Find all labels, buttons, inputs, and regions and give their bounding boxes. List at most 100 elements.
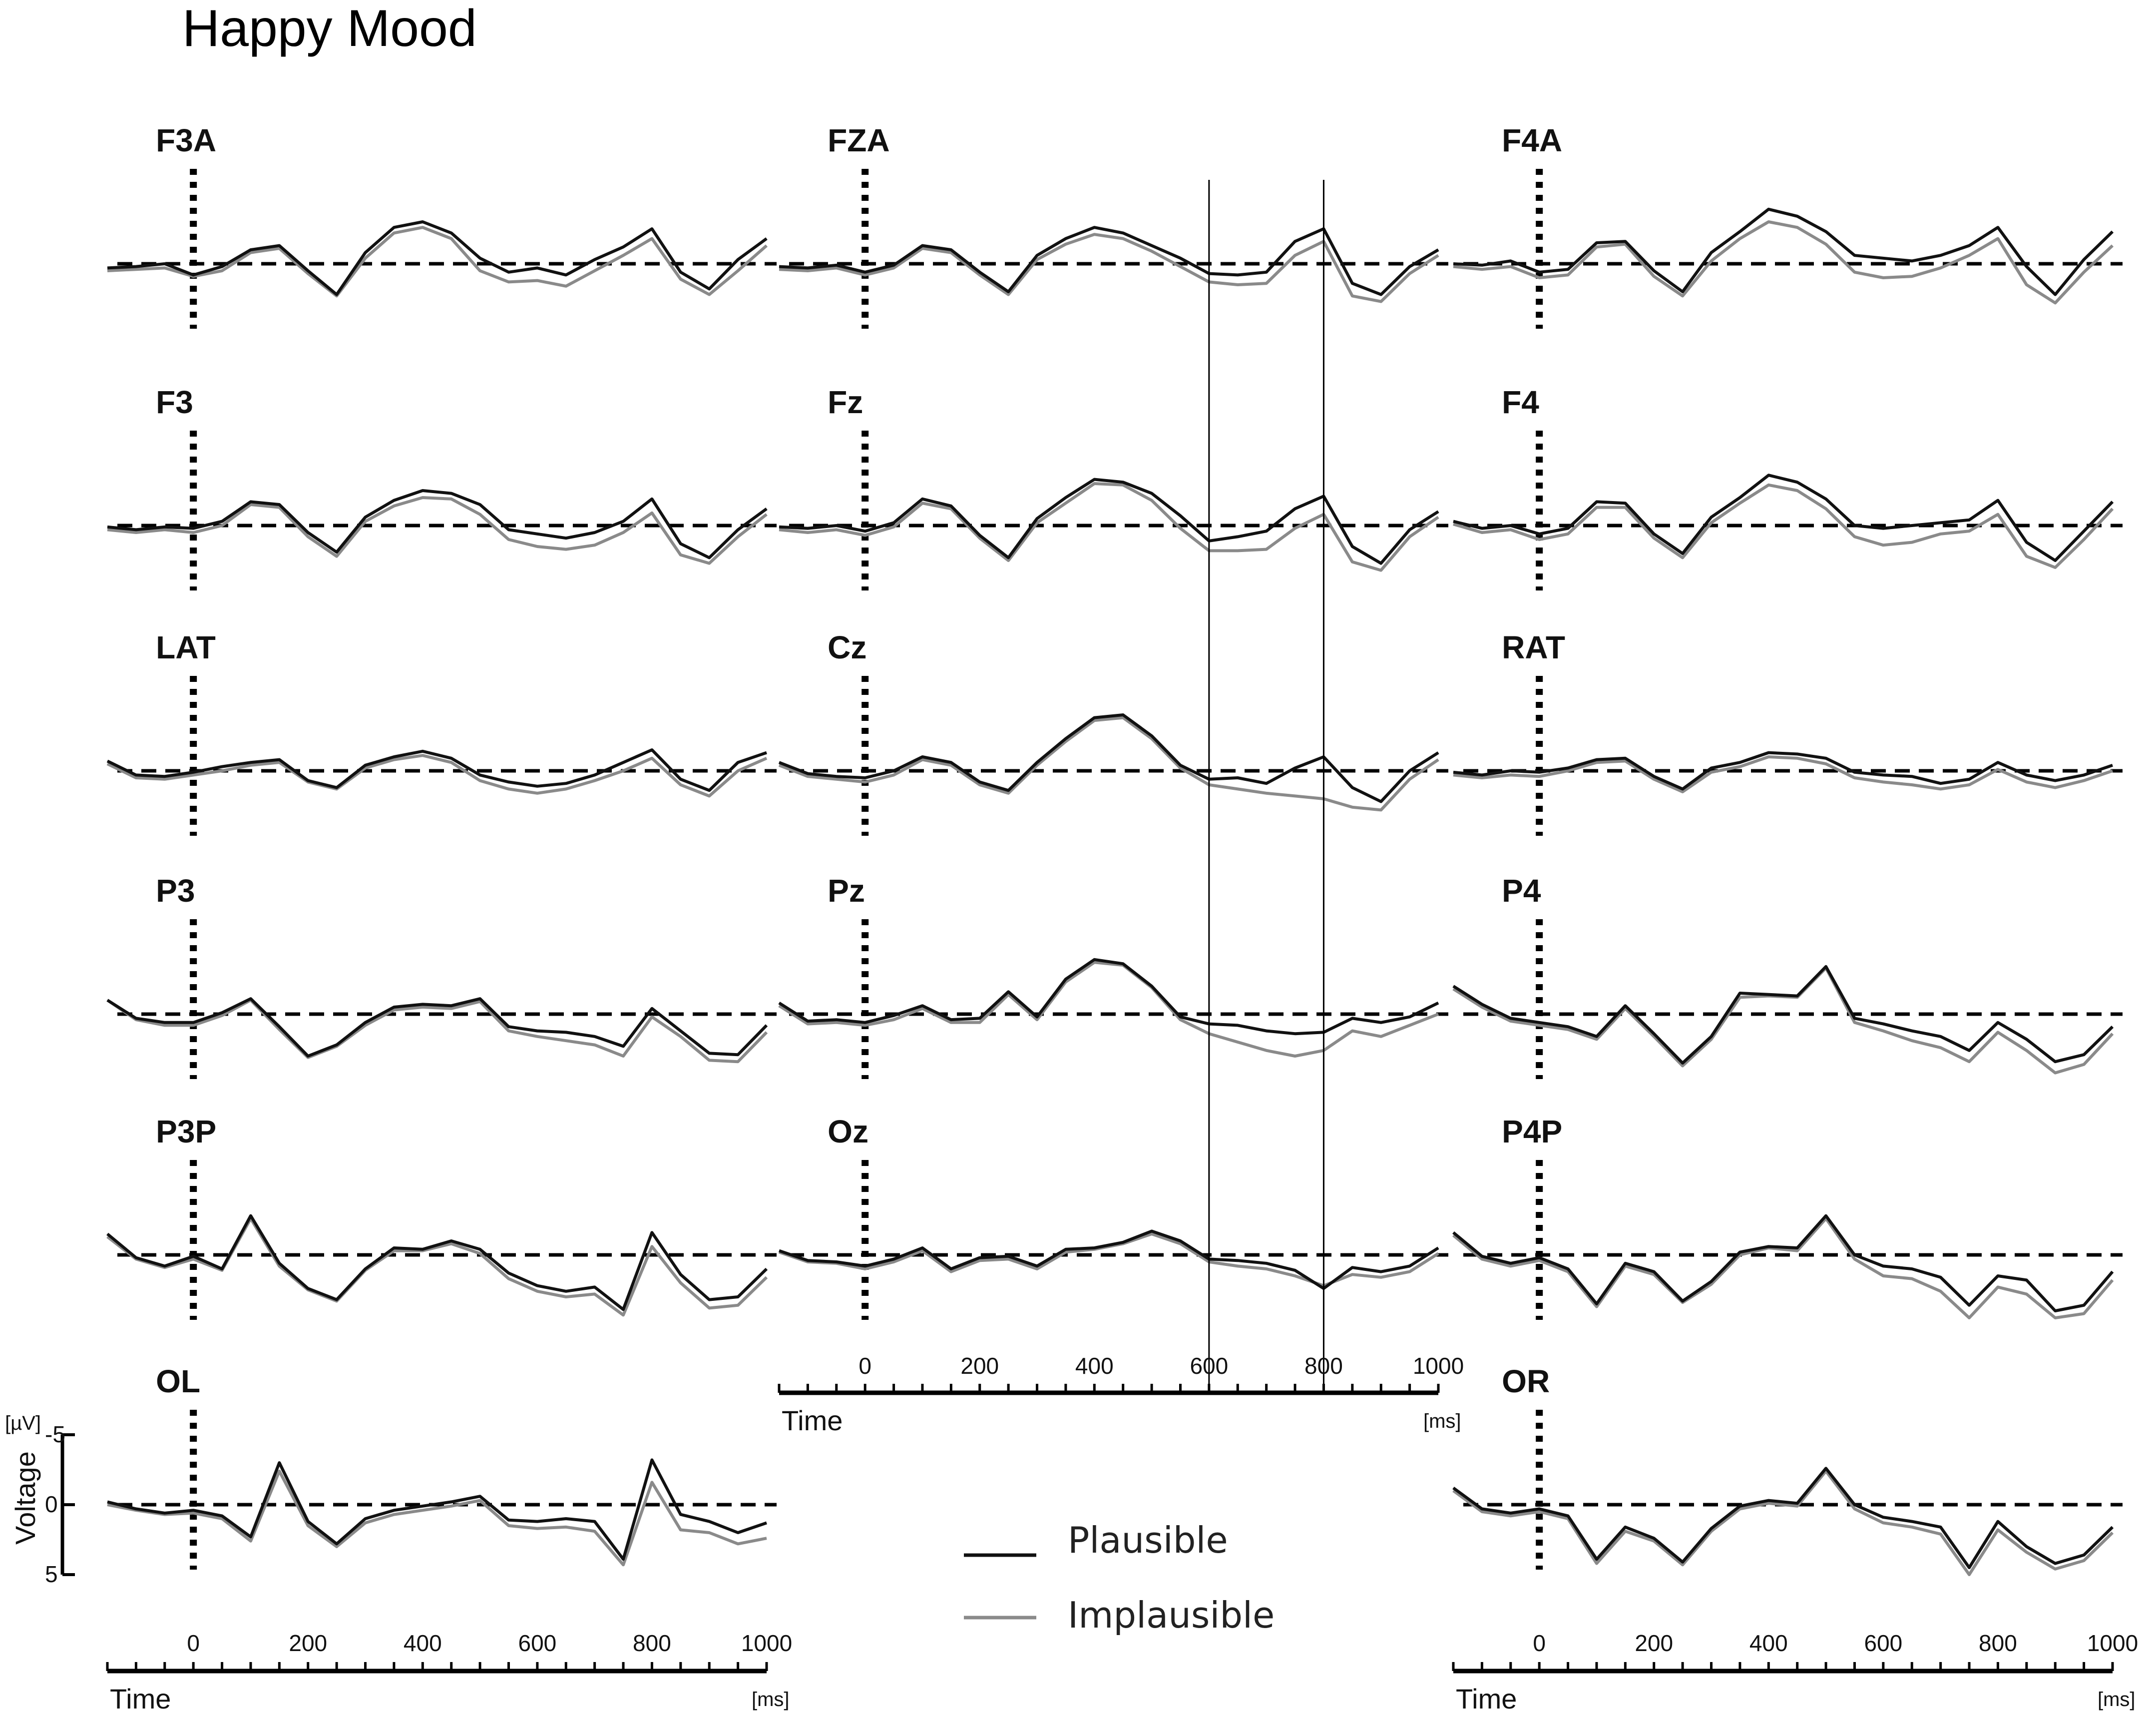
- series-implausible: [106, 999, 768, 1064]
- series-plausible: [107, 1458, 767, 1561]
- channel-label: F3: [156, 384, 193, 420]
- channel-label: Pz: [828, 873, 865, 909]
- panel-lat: LAT: [106, 629, 777, 836]
- time-tick-label: 400: [404, 1630, 442, 1656]
- series-implausible: [106, 754, 768, 798]
- voltage-axis-name: Voltage: [9, 1451, 41, 1545]
- series-plausible: [107, 220, 768, 296]
- panel-f4a: F4A: [1453, 122, 2123, 329]
- voltage-tick-label: 0: [45, 1491, 58, 1517]
- time-tick-label: 200: [1635, 1630, 1673, 1656]
- series-plausible: [1453, 751, 2113, 791]
- panel-f3: F3: [107, 384, 777, 590]
- series-implausible: [778, 716, 1439, 812]
- series-implausible: [1453, 483, 2114, 569]
- time-tick-label: 200: [960, 1353, 999, 1379]
- series-implausible: [1453, 755, 2113, 793]
- time-axis-name: Time: [1456, 1683, 1517, 1713]
- channel-label: P4P: [1502, 1114, 1562, 1149]
- channel-label: FZA: [828, 122, 889, 158]
- series-implausible: [107, 226, 768, 298]
- panel-fza: FZA: [779, 122, 1448, 329]
- series-plausible: [1453, 207, 2114, 296]
- channel-label: Oz: [828, 1114, 868, 1149]
- panel-cz: Cz: [778, 629, 1448, 836]
- panel-oz: Oz: [779, 1114, 1448, 1320]
- series-plausible: [1452, 1467, 2114, 1569]
- panel-or: OR: [1452, 1363, 2123, 1576]
- time-tick-label: 1000: [2087, 1630, 2138, 1656]
- panel-f3a: F3A: [107, 122, 777, 329]
- series-implausible: [106, 1217, 768, 1317]
- time-axis-unit: [ms]: [752, 1689, 790, 1711]
- panel-p4: P4: [1452, 873, 2123, 1079]
- time-tick-label: 400: [1749, 1630, 1788, 1656]
- series-plausible: [106, 997, 768, 1058]
- panel-rat: RAT: [1453, 629, 2123, 836]
- time-tick-label: 0: [187, 1630, 200, 1656]
- channel-label: LAT: [156, 629, 216, 665]
- channel-label: OR: [1502, 1363, 1550, 1399]
- time-tick-label: 800: [633, 1630, 671, 1656]
- series-implausible: [1452, 1217, 2114, 1319]
- channel-label: Cz: [828, 629, 866, 665]
- series-plausible: [778, 958, 1439, 1036]
- voltage-scale: -5 0 5 [µV] Voltage: [5, 1412, 75, 1587]
- channel-label: P4: [1502, 873, 1541, 909]
- channel-label: OL: [156, 1363, 200, 1399]
- channel-label: Fz: [828, 384, 863, 420]
- series-plausible: [107, 489, 768, 560]
- voltage-unit: [µV]: [5, 1412, 41, 1434]
- panel-p3p: P3P: [106, 1114, 777, 1320]
- series-implausible: [1452, 1469, 2114, 1576]
- panel-fz: Fz: [779, 384, 1448, 590]
- series-implausible: [1452, 966, 2114, 1075]
- voltage-tick-label: -5: [45, 1421, 65, 1447]
- channel-label: P3: [156, 873, 195, 909]
- series-plausible: [1453, 474, 2114, 562]
- panel-p3: P3: [106, 873, 777, 1079]
- time-tick-label: 800: [1304, 1353, 1343, 1379]
- panel-pz: Pz: [778, 873, 1448, 1079]
- time-tick-label: 600: [1864, 1630, 1902, 1656]
- series-implausible: [778, 961, 1439, 1058]
- series-plausible: [1452, 1214, 2114, 1312]
- time-tick-label: 400: [1075, 1353, 1114, 1379]
- panel-ol: OL: [107, 1363, 777, 1570]
- channel-label: F3A: [156, 122, 216, 158]
- series-plausible: [1452, 965, 2114, 1065]
- series-implausible: [779, 233, 1439, 303]
- time-axis-name: Time: [110, 1683, 171, 1713]
- series-plausible: [779, 1229, 1439, 1290]
- time-tick-label: 0: [1533, 1630, 1546, 1656]
- series-plausible: [779, 478, 1439, 565]
- voltage-tick-label: 5: [45, 1561, 58, 1587]
- series-plausible: [106, 1214, 768, 1311]
- series-plausible: [779, 226, 1439, 296]
- channel-label: P3P: [156, 1114, 216, 1149]
- panel-f4: F4: [1453, 384, 2123, 590]
- series-implausible: [779, 482, 1439, 572]
- channel-label: RAT: [1502, 629, 1565, 665]
- time-tick-label: 0: [859, 1353, 871, 1379]
- time-axis-name: Time: [782, 1405, 843, 1436]
- highlight-window: [1208, 180, 1324, 1394]
- channel-label: F4: [1502, 384, 1539, 420]
- time-tick-label: 600: [1190, 1353, 1228, 1379]
- legend-implausible-label: Implausible: [1068, 1594, 1275, 1636]
- time-tick-label: 600: [518, 1630, 556, 1656]
- time-axis-unit: [ms]: [2098, 1689, 2136, 1711]
- time-tick-label: 800: [1979, 1630, 2017, 1656]
- series-implausible: [107, 1469, 767, 1567]
- series-plausible: [106, 748, 767, 792]
- series-implausible: [1453, 220, 2114, 305]
- channel-label: F4A: [1502, 122, 1562, 158]
- panel-p4p: P4P: [1452, 1114, 2123, 1320]
- time-tick-label: 1000: [741, 1630, 792, 1656]
- time-tick-label: 200: [289, 1630, 327, 1656]
